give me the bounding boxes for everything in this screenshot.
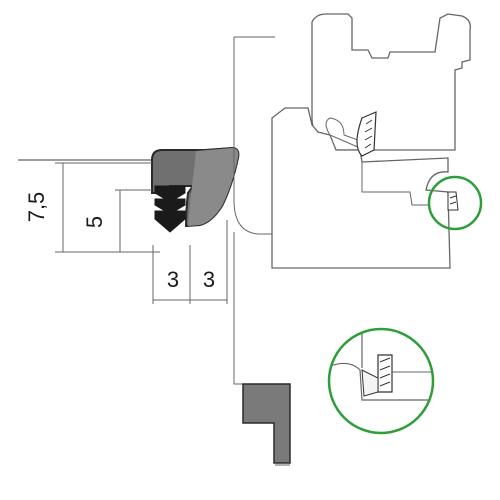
groove-outline xyxy=(233,36,290,466)
magnified-detail xyxy=(327,327,435,435)
upper-gasket xyxy=(356,111,377,157)
dimension-widths: 3 3 xyxy=(152,220,228,304)
seal-stem xyxy=(154,185,186,233)
seal-profile-drawing xyxy=(18,146,240,233)
dimension-label-height-outer: 7,5 xyxy=(24,192,49,223)
bottom-profile-block xyxy=(242,383,291,464)
window-frame-section xyxy=(271,13,483,269)
dimension-label-width-right: 3 xyxy=(203,267,215,292)
dimension-label-width-left: 3 xyxy=(167,267,179,292)
dimension-height-outer: 7,5 xyxy=(24,162,160,253)
dimension-height-inner: 5 xyxy=(82,189,152,252)
dimension-label-height-inner: 5 xyxy=(82,216,107,228)
detail-ring-small xyxy=(427,175,483,231)
